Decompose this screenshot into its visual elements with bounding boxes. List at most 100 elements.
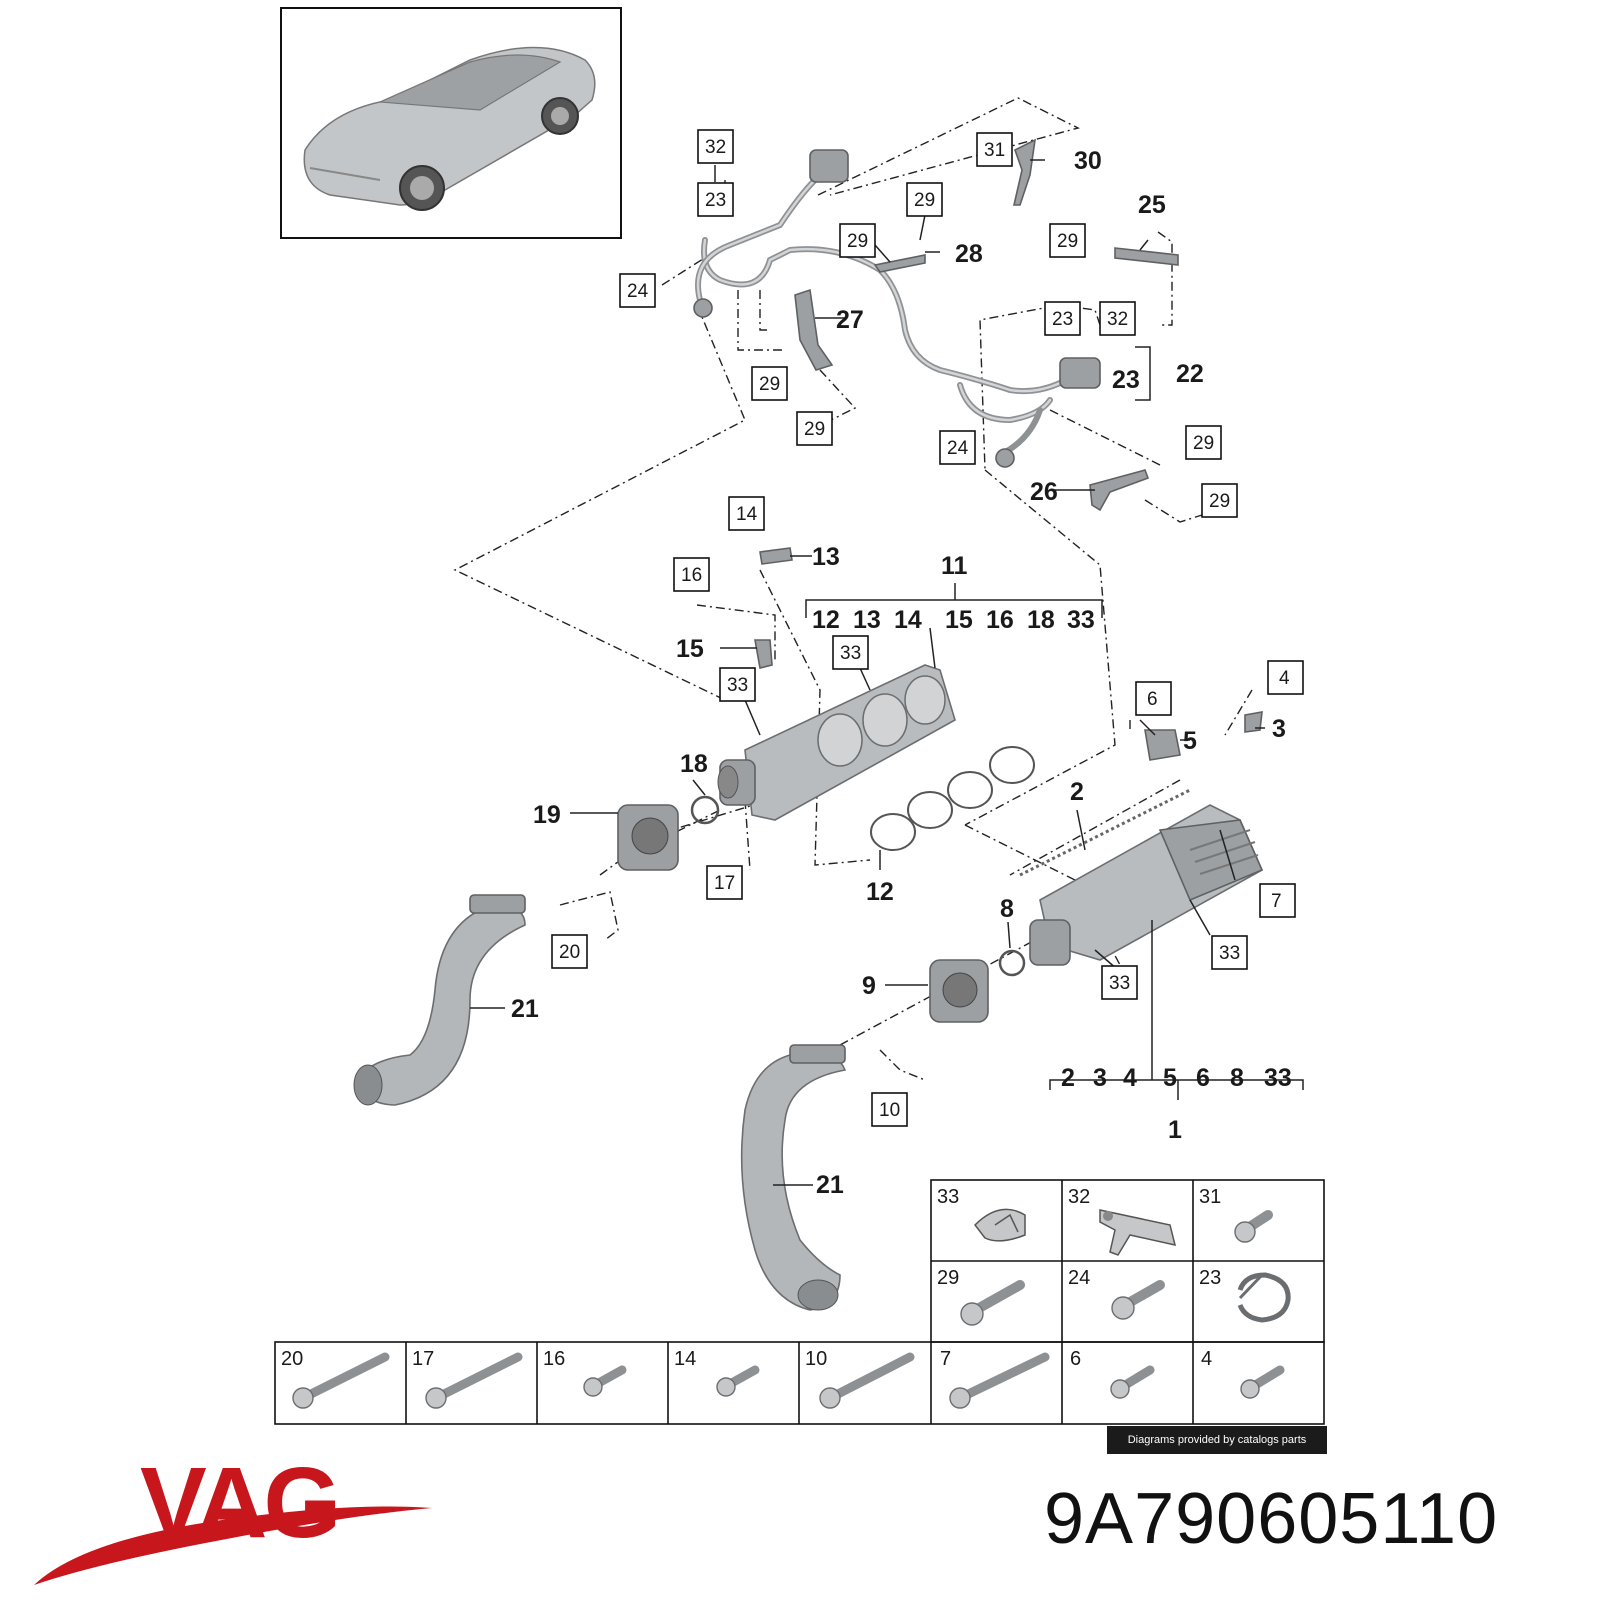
intake-manifold-right [998, 711, 1264, 977]
svg-text:32: 32 [1107, 309, 1128, 330]
svg-text:29: 29 [1209, 491, 1230, 512]
bolt-icon [1111, 1280, 1165, 1320]
callout-26: 26 [1030, 478, 1058, 506]
svg-text:29: 29 [1057, 231, 1078, 252]
short-bolt-icon [716, 1365, 760, 1397]
svg-text:5: 5 [1163, 1064, 1177, 1092]
intake-manifold-left [690, 547, 1035, 851]
diagram-credit-note: Diagrams provided by catalogs parts [1107, 1426, 1327, 1454]
callout-22: 22 [1176, 360, 1204, 388]
ref-box: 29 [1185, 425, 1222, 460]
svg-text:3: 3 [1093, 1064, 1107, 1092]
ref-box: 33 [1211, 935, 1248, 970]
short-bolt-icon [583, 1365, 627, 1397]
brand-swoosh-icon [34, 1506, 432, 1585]
ref-box: 33 [1101, 965, 1138, 1000]
svg-text:12: 12 [812, 606, 840, 634]
svg-text:4: 4 [1201, 1348, 1212, 1370]
sensor-3 [1244, 711, 1263, 733]
svg-text:23: 23 [1199, 1267, 1221, 1289]
svg-text:29: 29 [759, 374, 780, 395]
ref-box: 4 [1267, 660, 1304, 695]
ref-box: 29 [1049, 223, 1086, 258]
sensor-5 [1144, 729, 1181, 761]
air-duct-left [353, 894, 526, 1106]
ref-box: 24 [619, 273, 656, 308]
long-bolt-icon [292, 1352, 390, 1409]
hose-connector [693, 298, 713, 318]
svg-text:33: 33 [937, 1186, 959, 1208]
ref-box: 29 [839, 223, 876, 258]
svg-text:14: 14 [736, 504, 758, 525]
svg-text:8: 8 [1230, 1064, 1244, 1092]
ref-box: 16 [673, 557, 710, 592]
sports-car-icon [303, 46, 596, 211]
svg-text:32: 32 [705, 137, 726, 158]
svg-text:13: 13 [853, 606, 881, 634]
svg-text:16: 16 [986, 606, 1014, 634]
svg-text:29: 29 [804, 419, 825, 440]
hose-clamp-icon [974, 1208, 1026, 1242]
svg-text:23: 23 [705, 190, 726, 211]
svg-text:18: 18 [1027, 606, 1055, 634]
svg-text:24: 24 [947, 438, 969, 459]
svg-text:29: 29 [1193, 433, 1214, 454]
svg-text:14: 14 [894, 606, 922, 634]
svg-text:16: 16 [681, 565, 702, 586]
ref-box: 32 [697, 129, 734, 164]
svg-text:6: 6 [1196, 1064, 1210, 1092]
bracket-30 [1012, 138, 1037, 206]
callout-1: 1 [1168, 1116, 1182, 1144]
svg-text:20: 20 [559, 942, 580, 963]
ref-box: 20 [551, 934, 588, 969]
ref-box: 24 [939, 430, 976, 465]
ref-box: 14 [728, 496, 765, 531]
bracket-26 [1089, 469, 1150, 512]
ref-box: 6 [1135, 681, 1172, 716]
ref-box: 29 [796, 411, 833, 446]
callout-2: 2 [1070, 778, 1084, 806]
ref-box: 23 [1044, 301, 1081, 336]
check-valve [1059, 357, 1101, 389]
part-number: 9A790605110 [1044, 1479, 1499, 1559]
ref-box: 23 [697, 182, 734, 217]
vacuum-canister [809, 149, 849, 183]
ref-box: 7 [1259, 883, 1296, 918]
svg-text:31: 31 [984, 140, 1005, 161]
callout-18: 18 [680, 750, 708, 778]
brand-logo: VAG [22, 1447, 452, 1590]
callout-8: 8 [1000, 895, 1014, 923]
svg-text:2: 2 [1061, 1064, 1075, 1092]
brand-name: VAG [140, 1447, 341, 1559]
svg-text:17: 17 [714, 873, 735, 894]
callout-21-left: 21 [511, 995, 539, 1023]
spring-clamp-icon [1237, 1272, 1291, 1323]
group-11-list: 12 13 14 15 16 18 33 [812, 606, 1095, 634]
ref-box: 31 [976, 132, 1013, 167]
ref-box: 17 [706, 865, 743, 900]
hose-connector [995, 448, 1015, 468]
svg-text:10: 10 [879, 1100, 900, 1121]
group-1-list: 2 3 4 5 6 8 33 [1061, 1064, 1292, 1092]
callout-19: 19 [533, 801, 561, 829]
solid-leaders [470, 159, 1304, 1186]
svg-text:29: 29 [847, 231, 868, 252]
svg-text:29: 29 [937, 1267, 959, 1289]
svg-text:33: 33 [1264, 1064, 1292, 1092]
svg-text:31: 31 [1199, 1186, 1221, 1208]
svg-text:16: 16 [543, 1348, 565, 1370]
air-duct-right [740, 1044, 847, 1311]
long-bolt-icon [425, 1352, 523, 1409]
throttle-body-left [617, 804, 679, 871]
svg-text:33: 33 [727, 675, 748, 696]
o-ring-18 [690, 795, 720, 825]
callout-3: 3 [1272, 715, 1286, 743]
callout-9: 9 [862, 972, 876, 1000]
callout-numbers: 30 25 28 27 23 22 26 13 11 15 18 5 3 2 1… [511, 147, 1286, 1199]
fastener-table-bottom: 20 17 16 14 10 7 6 [274, 1341, 1325, 1425]
ref-box: 33 [719, 667, 756, 702]
svg-text:7: 7 [940, 1348, 951, 1370]
callout-23: 23 [1112, 366, 1140, 394]
boxed-references: 32 23 24 29 29 29 29 31 29 23 32 24 29 2… [551, 129, 1304, 1127]
ref-box: 33 [832, 635, 869, 670]
